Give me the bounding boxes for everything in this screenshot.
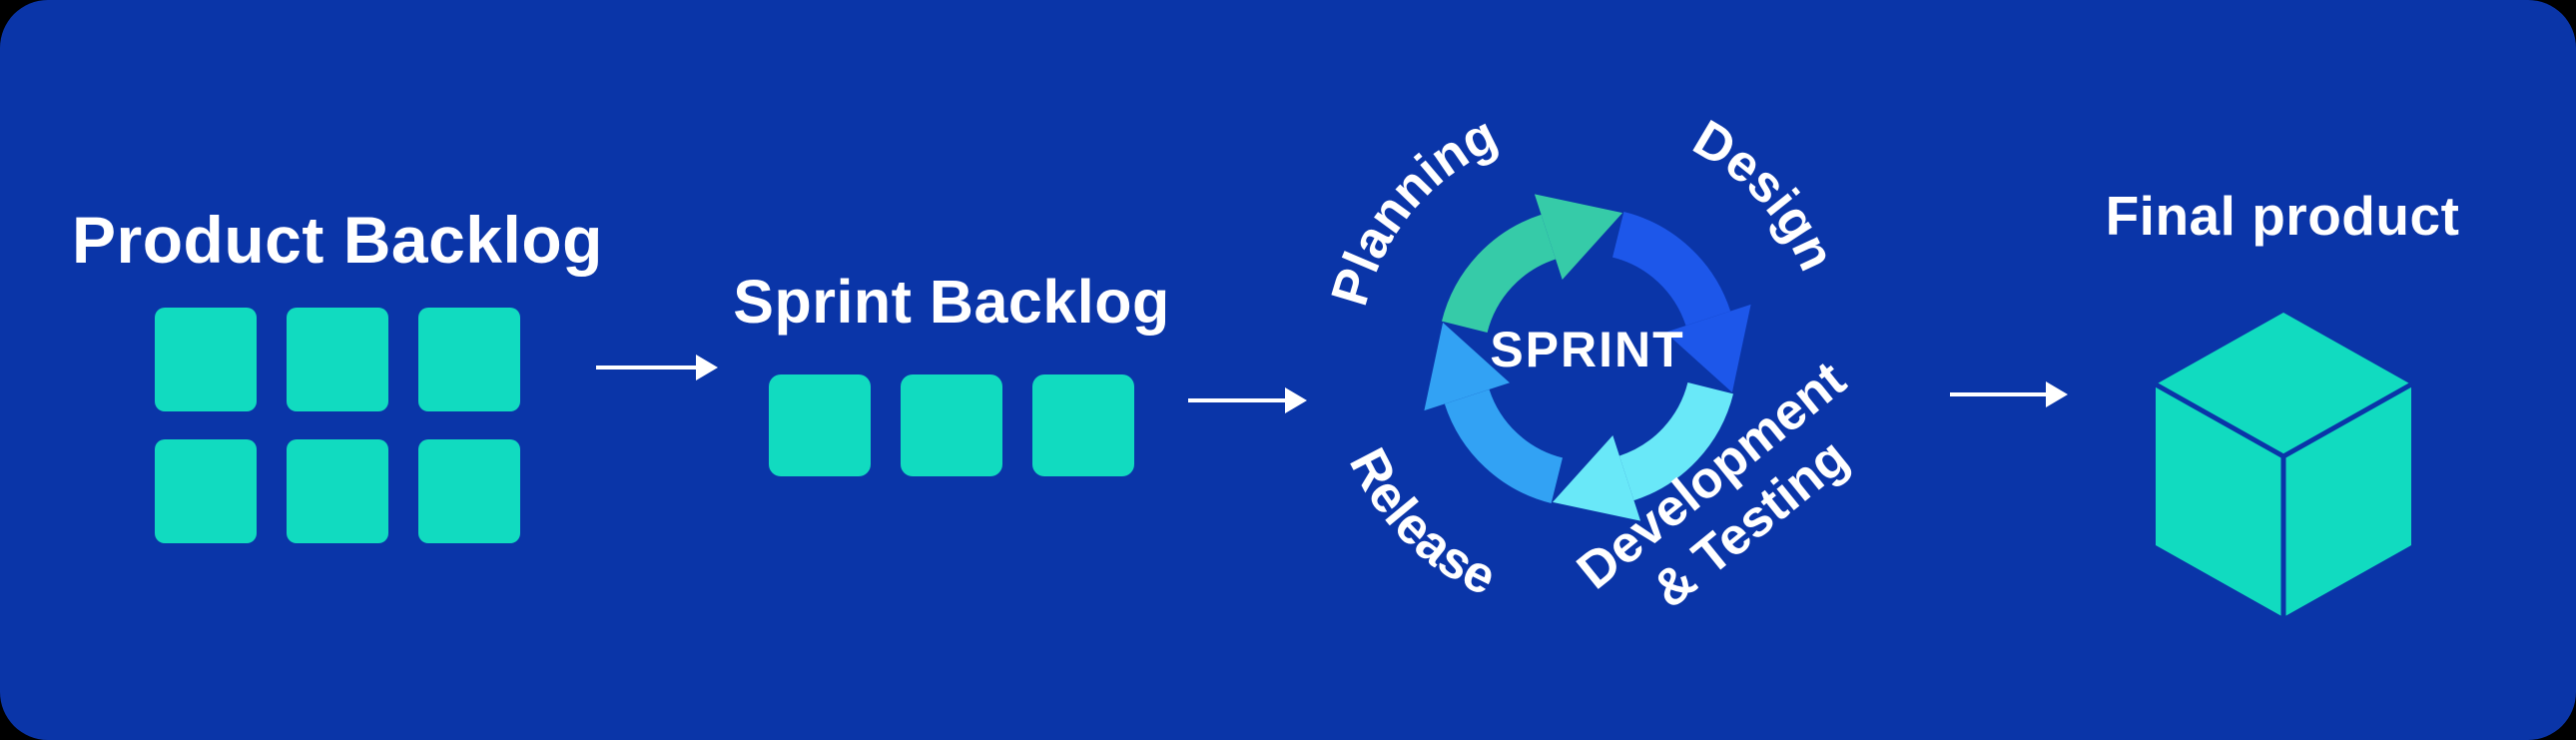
sprint-backlog-tile [901, 374, 1002, 476]
sprint-cycle-icon: SPRINT Planning Design Release Developme… [1321, 106, 1859, 620]
product-backlog-tile [418, 439, 520, 543]
product-backlog-tile [287, 308, 388, 411]
sprint-backlog-title: Sprint Backlog [733, 268, 1170, 336]
product-backlog-tile [155, 439, 257, 543]
release-label: Release [1338, 439, 1505, 607]
flow-arrow-icon [596, 355, 718, 380]
flow-arrow-icon [1188, 387, 1307, 413]
design-label: Design [1683, 109, 1846, 279]
sprint-backlog-tile [769, 374, 871, 476]
sprint-center-label: SPRINT [1490, 322, 1684, 377]
release-arrow-icon [1424, 323, 1564, 504]
product-backlog-tile [287, 439, 388, 543]
flow-arrow-icon [1950, 381, 2068, 407]
product-backlog-tile [155, 308, 257, 411]
sprint-backlog-tile [1032, 374, 1134, 476]
development-arrow-icon [1553, 381, 1734, 521]
product-backlog-tile [418, 308, 520, 411]
product-backlog-title: Product Backlog [72, 203, 603, 277]
planning-arrow-icon [1441, 194, 1622, 334]
final-product-title: Final product [2105, 185, 2460, 247]
design-arrow-icon [1611, 211, 1751, 392]
cube-icon [2154, 313, 2413, 617]
